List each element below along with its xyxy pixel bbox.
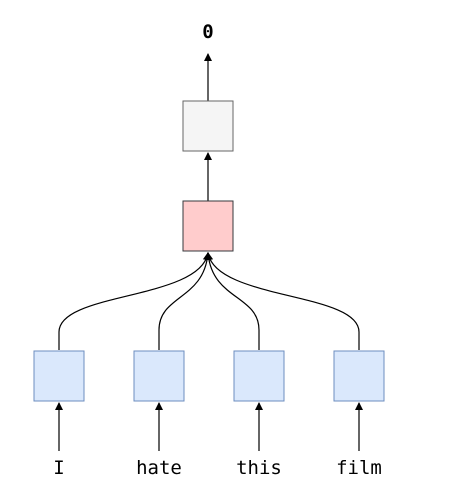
input-node-2 bbox=[133, 350, 185, 402]
edge-input-3 bbox=[204, 252, 260, 350]
output-node bbox=[182, 100, 234, 152]
pooling-node bbox=[182, 200, 234, 252]
edge-input-2 bbox=[158, 252, 212, 350]
edge-input-1 bbox=[58, 252, 211, 350]
input-word-3: this bbox=[236, 457, 282, 479]
input-node-4 bbox=[333, 350, 385, 402]
input-node-1 bbox=[33, 350, 85, 402]
input-word-1: I bbox=[53, 457, 64, 479]
input-word-4: film bbox=[336, 457, 382, 479]
input-node-3 bbox=[233, 350, 285, 402]
output-label: 0 bbox=[202, 21, 213, 43]
edge-input-4 bbox=[205, 252, 360, 350]
input-word-2: hate bbox=[136, 457, 182, 479]
